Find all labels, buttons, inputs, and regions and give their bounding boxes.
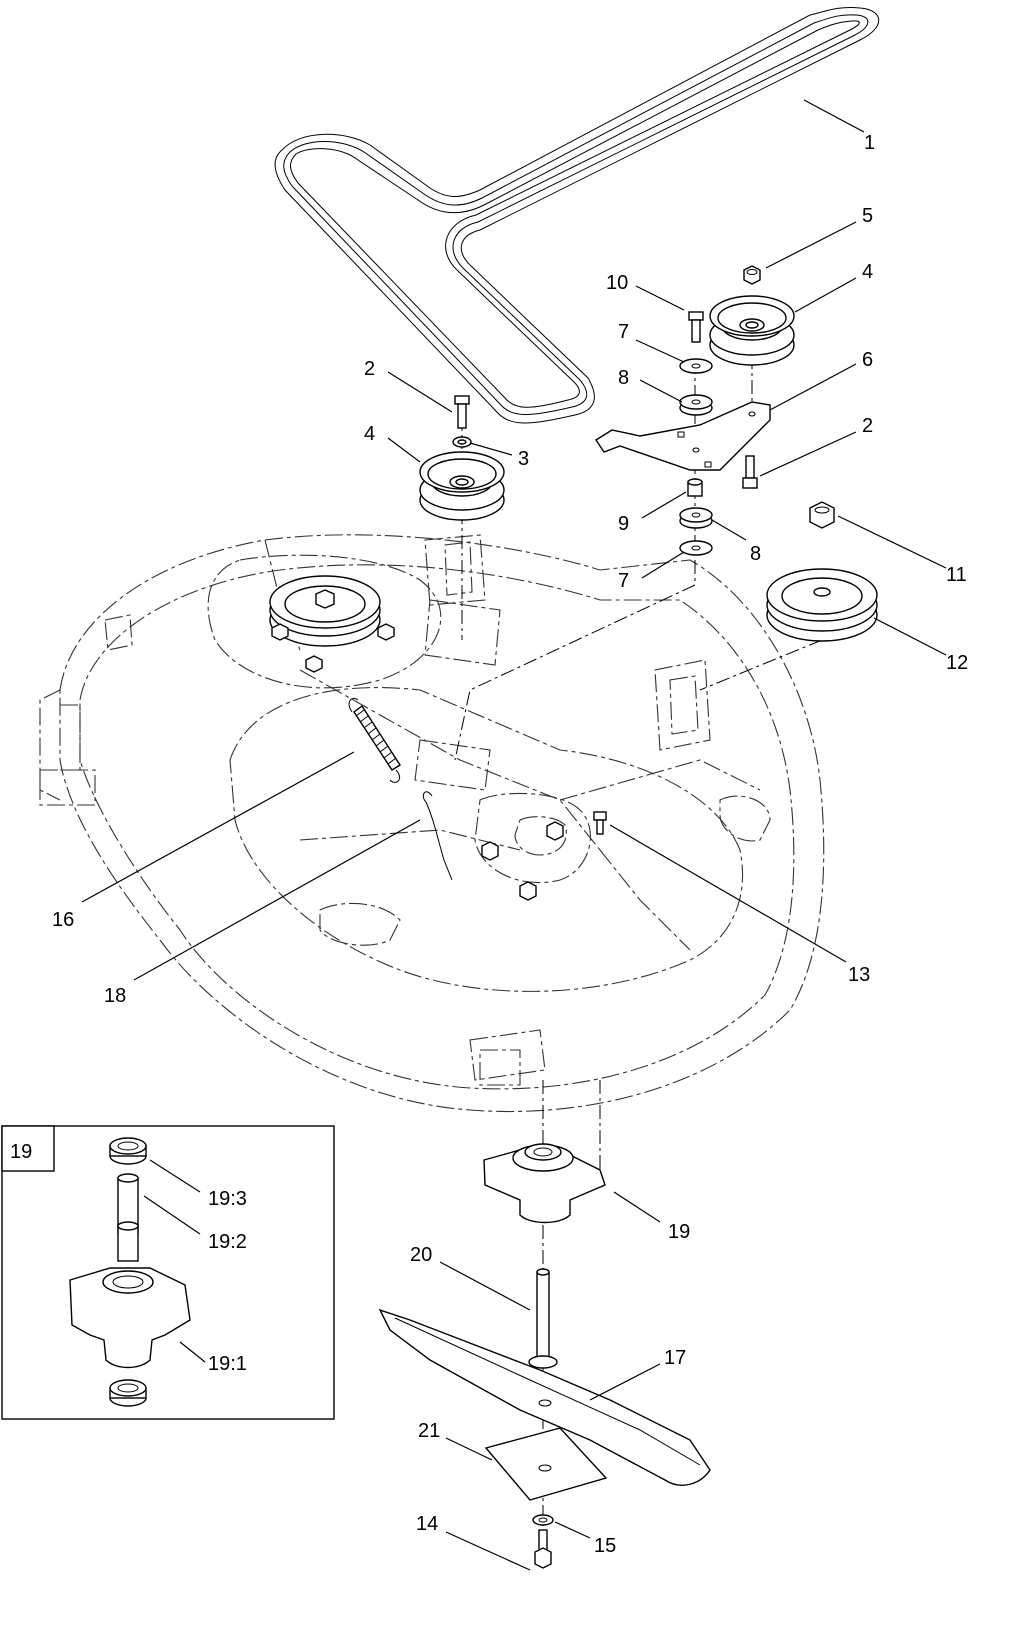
callout-5: 5 [862,205,873,227]
callout-18: 18 [104,985,126,1007]
inset-19: 19 [1,1125,335,1420]
inset-title: 19 [10,1141,32,1163]
inset-bearing-bottom [109,1379,147,1407]
inset-sleeve [117,1221,139,1262]
blade-washer [532,1514,554,1526]
callout-15: 15 [594,1535,616,1557]
callout-4-right: 4 [862,261,873,283]
callout-4-left: 4 [364,423,375,445]
spacer-8-top [679,394,713,416]
deck-pulley [269,575,395,673]
deck-spindle-bolts [481,811,607,901]
blade-bolt [534,1529,552,1569]
callout-17: 17 [664,1347,686,1369]
drive-pulley-12 [766,568,878,642]
callout-3: 3 [518,448,529,470]
washer-7-bottom [679,540,713,556]
nut-5 [743,265,761,285]
spindle-housing [483,1143,606,1224]
drive-belt [274,7,880,424]
spring-rod [422,791,453,881]
inset-callout-19-1: 19:1 [208,1353,247,1375]
blade-plate [484,1427,608,1501]
callout-16: 16 [52,909,74,931]
washer-left [452,436,472,448]
bushing-9 [687,478,703,497]
callout-12: 12 [946,652,968,674]
leader-lines [81,99,947,1571]
idler-pulley-right [709,295,795,366]
idler-arm-6 [595,401,771,471]
bolt-10 [688,311,704,343]
callout-19: 19 [668,1221,690,1243]
callout-7-top: 7 [618,321,629,343]
inset-bearing-top [109,1137,147,1165]
alignment-lines [454,330,823,1530]
callout-20: 20 [410,1244,432,1266]
inset-callout-19-2: 19:2 [208,1231,247,1253]
callout-2-right: 2 [862,415,873,437]
callout-11: 11 [946,564,967,586]
inset-callout-19-3: 19:3 [208,1188,247,1210]
callout-14: 14 [416,1513,438,1535]
callout-8-top: 8 [618,367,629,389]
callout-21: 21 [418,1420,440,1442]
callouts: 1 5 4 10 7 6 8 2 2 4 3 9 8 7 11 12 16 13… [52,132,968,1557]
callout-7-bottom: 7 [618,570,629,592]
nut-11 [809,501,835,529]
callout-13: 13 [848,964,870,986]
callout-1: 1 [864,132,875,154]
blade [378,1308,711,1486]
callout-8-bottom: 8 [750,543,761,565]
washer-7-top [679,358,713,374]
mower-deck [39,534,825,1113]
idler-pulley-left [419,451,505,521]
inset-spacer [117,1173,139,1234]
callout-2-left: 2 [364,358,375,380]
bolt-2-right [742,455,758,489]
extension-spring [348,697,401,783]
callout-10: 10 [606,272,628,294]
spindle-shaft [528,1268,558,1369]
inset-housing [69,1267,191,1369]
callout-6: 6 [862,349,873,371]
spacer-8-bottom [679,507,713,529]
callout-9: 9 [618,513,629,535]
bolt-left [454,395,470,429]
